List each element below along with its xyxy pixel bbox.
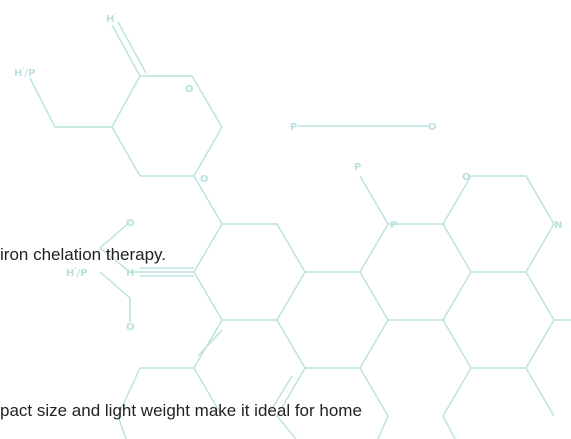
atom-label-o-bridge: O	[200, 174, 209, 185]
molecule-hex-network	[117, 175, 571, 439]
atom-label-p-mid: P	[290, 122, 297, 133]
atom-label-o-hex-right: O	[462, 172, 471, 183]
atom-label-o-left-b: O	[126, 322, 135, 333]
atom-label-o-mid: O	[428, 122, 437, 133]
atom-label-p-upper: P	[354, 162, 361, 173]
atom-label-h-lower: H	[126, 268, 134, 279]
body-text-line-2: pact size and light weight make it ideal…	[0, 401, 362, 420]
atom-label-hp-left: H'/P	[14, 66, 36, 79]
body-text-line-1: iron chelation therapy.	[0, 245, 167, 264]
molecule-top-ring	[29, 21, 223, 225]
atom-label-h-top: H'	[106, 12, 117, 25]
molecule-left-branch	[98, 221, 194, 322]
atom-label-o-left-a: O	[126, 218, 135, 229]
atom-label-n-edge: N	[554, 220, 562, 231]
atom-label-hp-lower: H'/P	[66, 266, 88, 279]
atom-label-o-ring: O	[185, 84, 194, 95]
atom-label-p-hex: P	[390, 220, 397, 231]
